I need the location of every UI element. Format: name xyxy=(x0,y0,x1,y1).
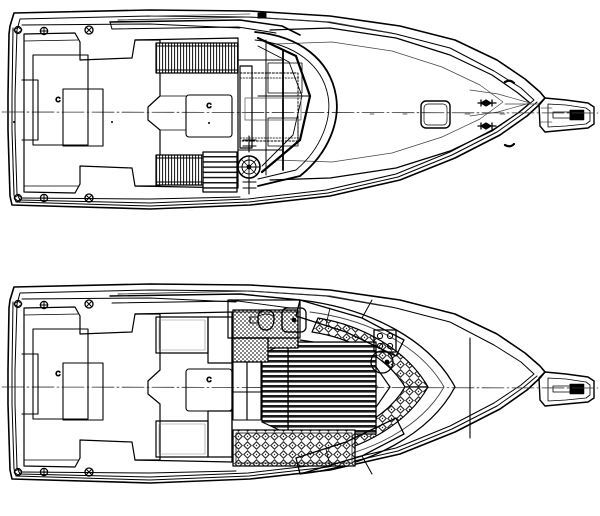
upper-console-rails xyxy=(242,135,257,195)
upper-helm-console xyxy=(239,65,302,149)
lower-hull-outline xyxy=(7,283,546,484)
upper-cabintop-rail xyxy=(117,16,393,34)
lower-dinette-table xyxy=(287,341,377,435)
upper-hull-fitting-port xyxy=(503,142,516,148)
lower-fishbox-forward xyxy=(155,316,209,354)
upper-deck-fitting-fwd-stbd xyxy=(84,193,94,203)
upper-anchor-pulpit xyxy=(538,97,595,133)
lower-table-extension xyxy=(261,341,289,435)
lower-locker-aft xyxy=(207,410,233,458)
upper-cabin-structure xyxy=(237,31,338,187)
lower-coaming-port xyxy=(21,297,237,303)
lower-cabin-liner-inner xyxy=(309,311,445,463)
lower-deck-fitting-mid-stbd xyxy=(39,467,49,477)
lower-galley-counter xyxy=(232,337,269,363)
lower-centerline xyxy=(1,386,599,389)
lower-toilet[interactable] xyxy=(249,309,275,331)
upper-bow-cleat-starboard xyxy=(477,122,497,130)
upper-bow-cleat-port xyxy=(477,99,497,107)
upper-hatch-center-c[interactable] xyxy=(62,88,104,147)
lower-hatch-engine-c[interactable] xyxy=(185,368,233,412)
upper-deck-fitting-mid-port xyxy=(39,26,49,36)
lower-cabin-liner xyxy=(299,299,456,475)
upper-transom-step xyxy=(21,79,39,141)
lower-hardtop-edge xyxy=(109,293,301,301)
lower-cabintop-rail xyxy=(117,290,393,308)
lower-deck-fitting-aft-stbd xyxy=(13,467,23,477)
upper-foredeck-hatch[interactable] xyxy=(420,100,451,129)
lower-hatch-port-label: C xyxy=(55,371,60,378)
upper-hull-outline xyxy=(7,9,546,210)
upper-vent-forward xyxy=(155,42,239,74)
upper-hardtop-edge xyxy=(109,19,301,36)
lower-cockpit-sole xyxy=(23,306,233,468)
lower-deck-fitting-fwd-stbd xyxy=(84,467,94,477)
upper-centerline xyxy=(1,111,599,114)
upper-hatch-port-c[interactable] xyxy=(32,54,89,146)
lower-hatch-port-c[interactable] xyxy=(32,328,89,420)
lower-galley-sink-round[interactable] xyxy=(370,350,394,374)
lower-fishbox-aft xyxy=(155,420,209,458)
lower-transom-step xyxy=(21,353,39,415)
upper-dotted-detail xyxy=(239,77,301,139)
lower-hatch-center[interactable] xyxy=(62,362,104,421)
upper-deck-fitting-aft-port xyxy=(13,25,23,35)
upper-vent-aft xyxy=(155,154,209,186)
lower-rub-rail xyxy=(11,301,538,481)
upper-deck-fitting-mid-stbd xyxy=(39,193,49,203)
lower-hatch-engine-label: C xyxy=(206,377,211,384)
lower-galley-lockers xyxy=(232,361,262,421)
upper-hatch-port-label: C xyxy=(55,97,60,104)
lower-coaming-stbd xyxy=(21,470,237,474)
lower-locker-forward xyxy=(207,316,233,364)
lower-head-sink[interactable] xyxy=(281,307,307,333)
upper-hatch-engine-c[interactable] xyxy=(185,94,233,138)
lower-settee-starboard xyxy=(232,429,356,467)
upper-hull-fitting-stbd xyxy=(503,79,516,85)
lower-deck-fitting-fwd-port xyxy=(84,299,94,309)
lower-deck-fitting-aft-port xyxy=(13,299,23,309)
lower-cabin-side-panels xyxy=(295,299,405,475)
upper-foredeck-inner xyxy=(275,41,504,163)
upper-cockpit-sole xyxy=(23,32,239,194)
lower-engine-box xyxy=(134,313,161,461)
upper-coaming-port xyxy=(21,23,241,29)
upper-companionway-steps xyxy=(202,151,238,193)
lower-deck-fitting-mid-port xyxy=(39,300,49,310)
upper-deck-fitting-aft-stbd xyxy=(13,193,23,203)
upper-coaming-stbd xyxy=(21,196,241,200)
upper-deck-fitting-fwd-port xyxy=(84,25,94,35)
upper-hatch-engine-label: C xyxy=(206,103,211,110)
lower-head-bulkhead xyxy=(227,299,301,339)
lower-anchor-pulpit xyxy=(538,371,595,407)
